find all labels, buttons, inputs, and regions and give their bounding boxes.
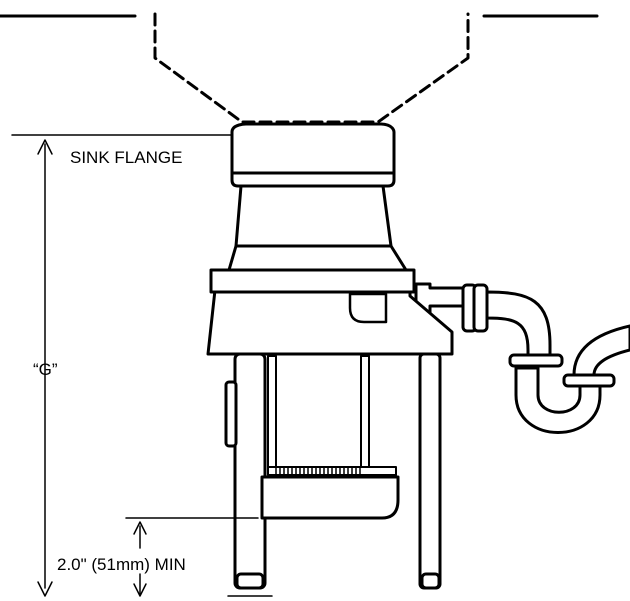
disposer-collar-plate <box>209 268 416 294</box>
p-trap-drain-pipe <box>414 282 630 434</box>
tie-rods <box>267 355 370 475</box>
dimension-g-label: “G” <box>33 360 58 379</box>
sink-flange-label: SINK FLANGE <box>70 148 183 167</box>
disposer-lower-body <box>206 288 454 356</box>
strainer-grate-teeth <box>275 466 361 476</box>
dimension-line-g <box>37 139 53 597</box>
reset-button-housing <box>348 292 388 324</box>
clearance-dimension <box>125 517 259 597</box>
side-bracket <box>224 380 238 448</box>
clearance-min-label: 2.0" (51mm) MIN <box>55 555 188 574</box>
leg-feet <box>235 572 441 590</box>
sink-bowl-outline <box>153 12 470 124</box>
front-leg <box>233 352 267 590</box>
rear-leg <box>418 352 442 590</box>
sink-flange <box>230 122 396 188</box>
strainer-basket <box>260 466 400 520</box>
disposer-upper-body <box>227 184 408 272</box>
